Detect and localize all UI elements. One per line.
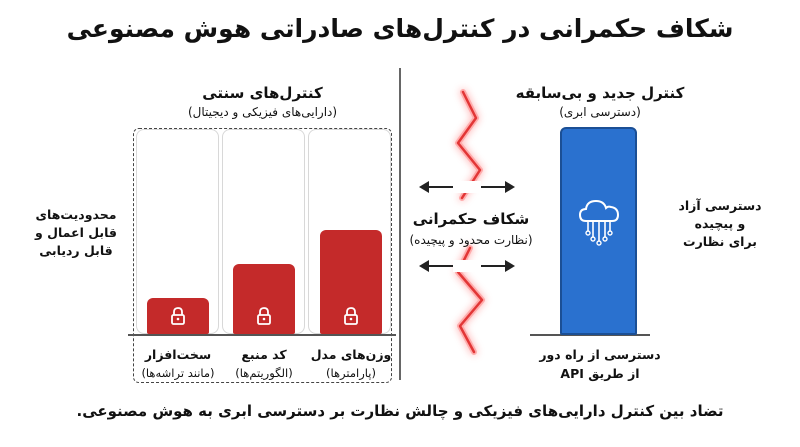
cloud-access-bar: [560, 127, 637, 335]
new-control-side-note: دسترسی آزاد و پیچیده برای نظارت: [660, 197, 780, 251]
model-weights-label: وزن‌های مدل (پارامترها): [305, 347, 397, 380]
traditional-header: کنترل‌های سنتی (دارایی‌های فیزیکی و دیجی…: [133, 84, 392, 119]
hardware-label: سخت‌افزار (مانند تراشه‌ها): [132, 347, 224, 380]
new-control-header: کنترل جدید و بی‌سابقه (دسترسی ابری): [510, 84, 690, 119]
governance-gap-label: شکاف حکمرانی (نظارت محدود و پیچیده): [401, 210, 541, 247]
cloud-access-label: دسترسی از راه دور از طریق API: [520, 347, 680, 381]
double-arrow-icon: [419, 260, 515, 272]
new-control-subheading: (دسترسی ابری): [559, 105, 641, 119]
governance-gap-subheading: (نظارت محدود و پیچیده): [409, 233, 533, 247]
new-control-heading: کنترل جدید و بی‌سابقه: [515, 84, 685, 102]
lock-icon: [256, 306, 272, 326]
new-control-side-note-line: و پیچیده: [694, 216, 746, 231]
new-control-side-note-line: دسترسی آزاد: [678, 198, 762, 213]
traditional-side-note-line: محدودیت‌های: [35, 207, 117, 222]
traditional-side-note-line: قابل اعمال و: [35, 225, 117, 240]
hardware-bar: [147, 298, 209, 334]
model-weights-label-text: وزن‌های مدل: [310, 347, 392, 362]
traditional-heading: کنترل‌های سنتی: [202, 84, 323, 102]
double-arrow-icon: [419, 181, 515, 193]
source-code-sublabel: (الگوریتم‌ها): [235, 366, 293, 380]
lock-icon: [170, 306, 186, 326]
governance-gap-heading: شکاف حکمرانی: [412, 210, 530, 228]
model-weights-bar: [320, 230, 382, 334]
hardware-sublabel: (مانند تراشه‌ها): [141, 366, 215, 380]
traditional-group-frame: [133, 128, 392, 383]
traditional-side-note: محدودیت‌های قابل اعمال و قابل ردیابی: [28, 206, 124, 260]
model-weights-sublabel: (پارامترها): [326, 366, 376, 380]
page-title: شکاف حکمرانی در کنترل‌های صادراتی هوش مص…: [66, 14, 734, 43]
traditional-side-note-line: قابل ردیابی: [39, 243, 113, 258]
baseline-right: [530, 334, 650, 336]
cloud-access-label-line: از طریق API: [560, 366, 640, 381]
lock-icon: [343, 306, 359, 326]
figure-caption: تضاد بین کنترل دارایی‌های فیزیکی و چالش …: [76, 402, 724, 420]
cloud-network-icon: [578, 199, 620, 246]
source-code-bar: [233, 264, 295, 334]
new-control-side-note-line: برای نظارت: [683, 234, 757, 249]
source-code-label: کد منبع (الگوریتم‌ها): [218, 347, 310, 380]
cloud-access-label-line: دسترسی از راه دور: [539, 347, 661, 362]
source-code-label-text: کد منبع: [241, 347, 287, 362]
section-divider: [399, 68, 401, 380]
traditional-subheading: (دارایی‌های فیزیکی و دیجیتال): [187, 105, 338, 119]
hardware-label-text: سخت‌افزار: [144, 347, 212, 362]
baseline-left: [128, 334, 396, 336]
